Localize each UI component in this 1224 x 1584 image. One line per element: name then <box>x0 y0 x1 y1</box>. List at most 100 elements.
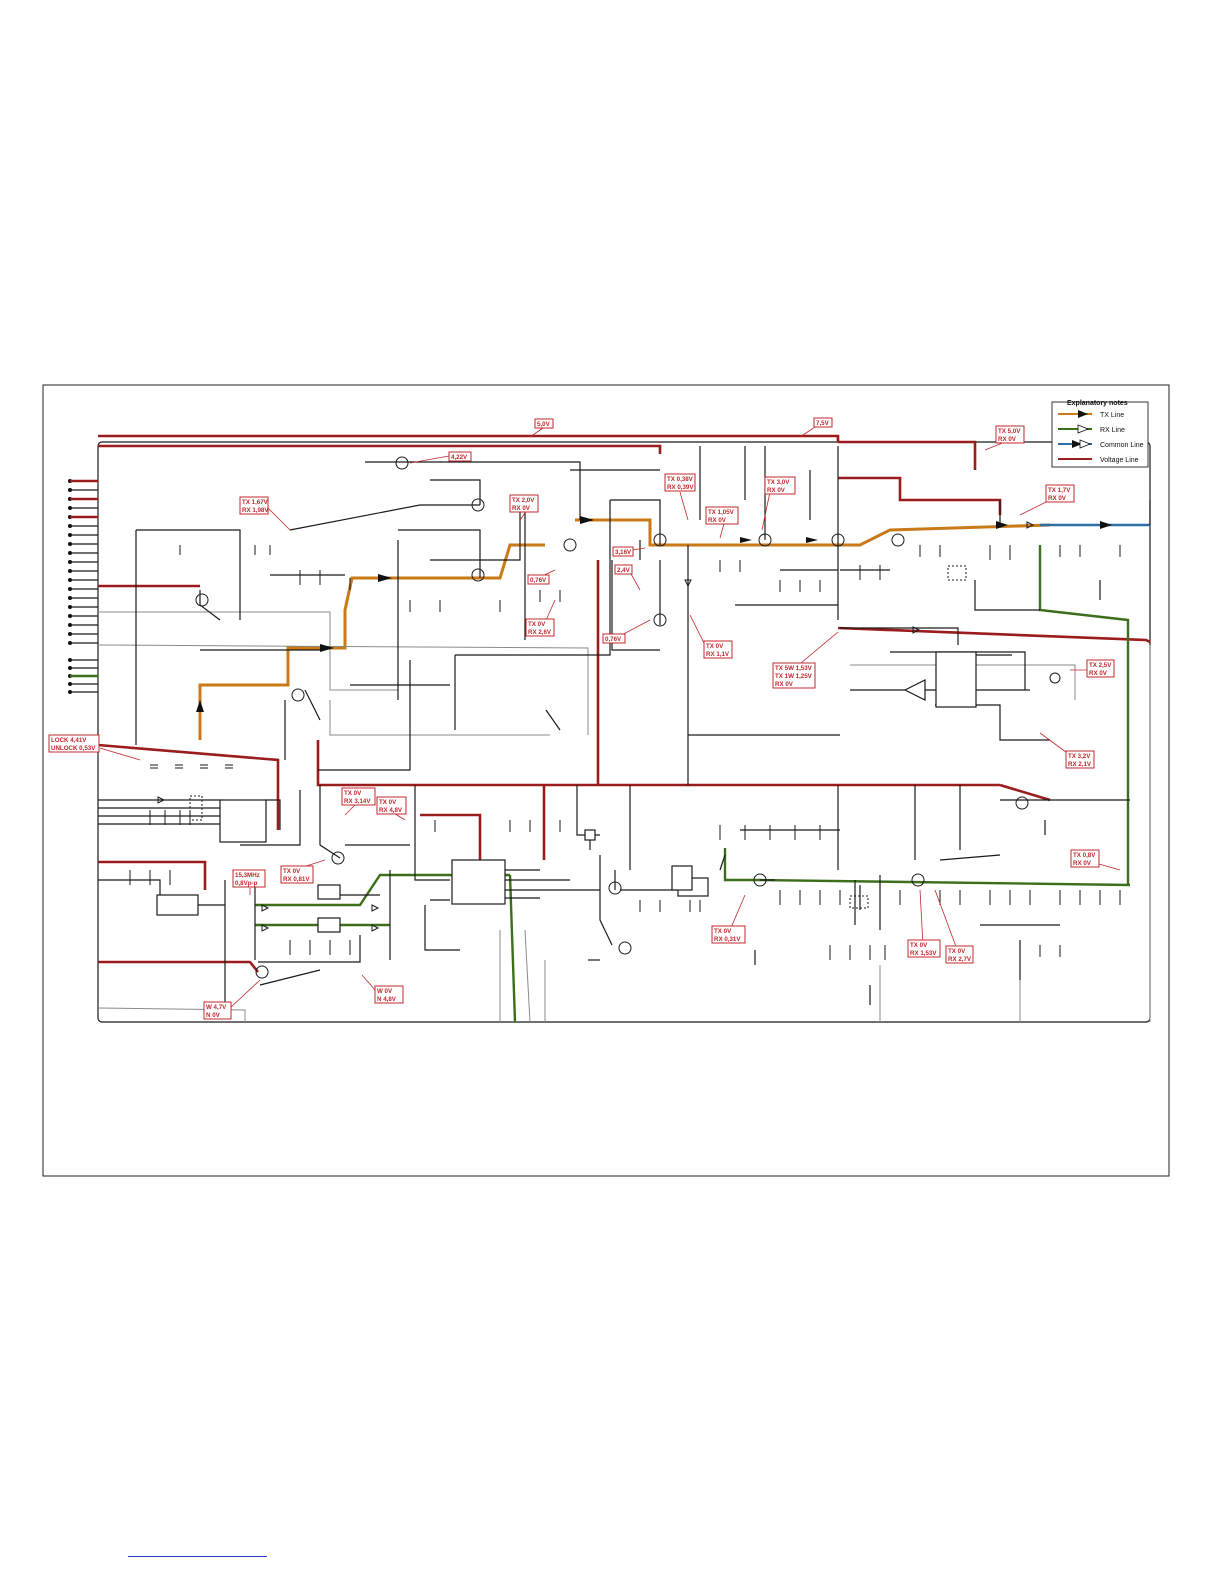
tcxo-module <box>156 894 199 916</box>
svg-text:4,22V: 4,22V <box>451 454 468 461</box>
footer-link-underline[interactable] <box>128 1556 267 1557</box>
svg-text:TX 5,0V: TX 5,0V <box>998 428 1021 435</box>
svg-text:TX 1,67V: TX 1,67V <box>242 499 269 506</box>
label-tx-0v-rx-4-8v: TX 0V RX 4,8V <box>376 796 407 815</box>
svg-text:RX 0V: RX 0V <box>775 681 794 688</box>
mixer-block-1 <box>317 884 341 900</box>
label-tx-0v-rx-0-81v: TX 0V RX 0,81V <box>280 865 314 884</box>
grey-wires <box>97 611 1151 1023</box>
label-4-22v: 4,22V <box>448 451 472 462</box>
svg-text:LOCK 4,41V: LOCK 4,41V <box>51 737 87 744</box>
svg-text:RX 0,31V: RX 0,31V <box>714 936 741 943</box>
label-leaders <box>99 426 1121 1009</box>
label-3-16v: 3,16V <box>612 546 634 557</box>
legend-common-label: Common Line <box>1100 442 1144 449</box>
label-tx-2-5v: TX 2,5V RX 0V <box>1086 659 1115 678</box>
svg-text:RX 0V: RX 0V <box>767 487 786 494</box>
svg-text:UNLOCK 0,53V: UNLOCK 0,53V <box>51 745 96 752</box>
connector-pins <box>68 479 98 694</box>
svg-text:TX 1,05V: TX 1,05V <box>708 509 735 516</box>
label-0-76v-a: 0,76V <box>527 574 550 585</box>
pll-ic <box>219 799 267 843</box>
ic-small <box>584 829 596 841</box>
svg-text:TX 0V: TX 0V <box>283 868 301 875</box>
label-15-3mhz: 15,3MHz 0,8Vp-p <box>232 869 266 888</box>
voltage-lines <box>70 434 1151 973</box>
label-tx-3-0v: TX 3,0V RX 0V <box>764 476 796 495</box>
svg-text:RX 0V: RX 0V <box>1073 860 1092 867</box>
svg-text:RX 0V: RX 0V <box>1089 670 1108 677</box>
svg-text:0,76V: 0,76V <box>530 577 547 584</box>
label-tx-0v-rx-2-6v: TX 0V RX 2,6V <box>525 618 555 637</box>
svg-text:TX 0,8V: TX 0,8V <box>1073 852 1096 859</box>
svg-text:RX 0V: RX 0V <box>512 505 531 512</box>
label-tx-1-67v: TX 1,67V RX 1,98V <box>239 496 269 515</box>
legend-box <box>1051 401 1149 468</box>
svg-text:RX 0,39V: RX 0,39V <box>667 484 694 491</box>
label-tx-5w: TX 5W 1,53V TX 1W 1,25V RX 0V <box>772 662 816 689</box>
label-w-0v: W 0V N 4,8V <box>374 985 404 1004</box>
legend-tx-line: TX Line <box>1058 410 1124 419</box>
label-tx-0-8v: TX 0,8V RX 0V <box>1070 849 1100 868</box>
label-tx-1-7v: TX 1,7V RX 0V <box>1045 484 1075 503</box>
svg-text:RX 2,1V: RX 2,1V <box>1068 761 1092 768</box>
ic-blocks <box>156 651 977 933</box>
filter-frame <box>671 865 693 891</box>
svg-text:TX 0V: TX 0V <box>344 790 362 797</box>
svg-text:7,5V: 7,5V <box>816 420 830 427</box>
amp-block <box>935 651 977 708</box>
svg-text:TX 2,0V: TX 2,0V <box>512 497 535 504</box>
legend-common-line: Common Line <box>1058 439 1144 449</box>
label-w-4-7v: W 4,7V N 0V <box>203 1001 232 1020</box>
label-tx-0v-rx-2-7v: TX 0V RX 2,7V <box>945 945 974 964</box>
diode-symbols <box>157 521 1061 932</box>
svg-text:TX 0,38V: TX 0,38V <box>667 476 694 483</box>
mixer-block-2 <box>317 917 341 933</box>
svg-text:TX 2,5V: TX 2,5V <box>1089 662 1112 669</box>
svg-text:TX 0V: TX 0V <box>706 643 724 650</box>
svg-text:5,0V: 5,0V <box>537 421 551 428</box>
label-tx-0v-rx-0-31v: TX 0V RX 0,31V <box>711 925 746 944</box>
svg-text:TX 0V: TX 0V <box>714 928 732 935</box>
label-tx-3-2v: TX 3,2V RX 2,1V <box>1065 750 1095 769</box>
label-tx-1-05v: TX 1,05V RX 0V <box>705 506 739 525</box>
label-2-4v: 2,4V <box>614 564 633 575</box>
legend-voltage-line: Voltage Line <box>1058 457 1139 464</box>
svg-text:N 0V: N 0V <box>206 1012 221 1019</box>
svg-text:15,3MHz: 15,3MHz <box>235 872 260 879</box>
svg-text:3,16V: 3,16V <box>615 549 632 556</box>
svg-text:TX 0V: TX 0V <box>948 948 966 955</box>
svg-text:RX 1,98V: RX 1,98V <box>242 507 269 514</box>
svg-text:RX 1,1V: RX 1,1V <box>706 651 730 658</box>
svg-text:RX 2,7V: RX 2,7V <box>948 956 972 963</box>
label-tx-0v-rx-1-1v: TX 0V RX 1,1V <box>703 640 733 659</box>
svg-text:W 4,7V: W 4,7V <box>206 1004 227 1011</box>
label-7-5v: 7,5V <box>813 417 833 428</box>
circuit-boundary <box>97 441 1151 1023</box>
main-ic <box>451 859 506 905</box>
svg-text:RX 0,81V: RX 0,81V <box>283 876 310 883</box>
legend: Explanatory notes TX Line RX Line Common… <box>1051 400 1149 468</box>
svg-text:RX 4,8V: RX 4,8V <box>379 807 403 814</box>
svg-text:RX 0V: RX 0V <box>1048 495 1067 502</box>
svg-text:N 4,8V: N 4,8V <box>377 996 397 1003</box>
label-0-76v-b: 0,76V <box>602 633 626 644</box>
schematic-frame <box>42 384 1170 1177</box>
legend-title: Explanatory notes <box>1067 400 1128 407</box>
legend-tx-label: TX Line <box>1100 412 1124 419</box>
label-tx-0v-rx-1-53v: TX 0V RX 1,53V <box>907 939 941 958</box>
line-arrows <box>196 516 1112 712</box>
svg-text:TX 1W 1,25V: TX 1W 1,25V <box>775 673 813 680</box>
svg-text:TX 0V: TX 0V <box>379 799 397 806</box>
svg-text:RX 0V: RX 0V <box>708 517 727 524</box>
label-lock: LOCK 4,41V UNLOCK 0,53V <box>48 734 100 753</box>
svg-text:0,8Vp-p: 0,8Vp-p <box>235 880 258 887</box>
label-tx-0v-rx-3-14v: TX 0V RX 3,14V <box>341 787 376 806</box>
label-tx-0-38v: TX 0,38V RX 0,39V <box>664 473 696 492</box>
svg-text:TX 5W 1,53V: TX 5W 1,53V <box>775 665 813 672</box>
legend-voltage-label: Voltage Line <box>1100 457 1139 464</box>
legend-rx-line: RX Line <box>1058 424 1125 434</box>
svg-text:RX 2,6V: RX 2,6V <box>528 629 552 636</box>
label-5v: 5,0V <box>534 418 554 429</box>
